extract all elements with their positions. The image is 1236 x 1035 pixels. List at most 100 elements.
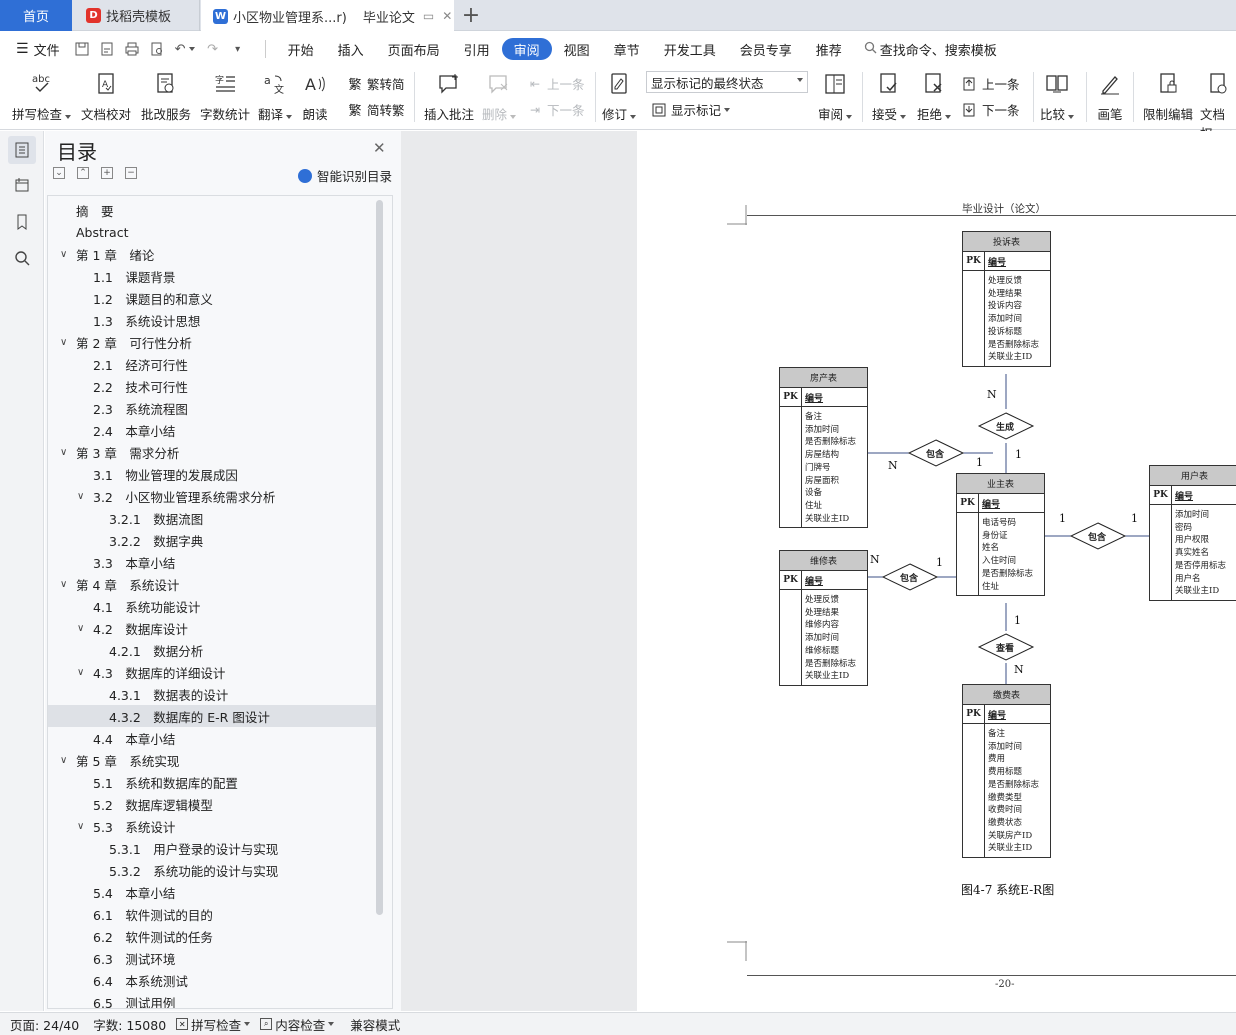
toc-item[interactable]: 4.2.1 数据分析 bbox=[48, 639, 376, 661]
chevron-down-icon[interactable]: ∨ bbox=[60, 578, 68, 590]
spell-check-button[interactable]: abc 拼写检查 bbox=[12, 70, 72, 123]
toc-item[interactable]: 2.2 技术可行性 bbox=[48, 375, 376, 397]
markup-state-select[interactable]: 显示标记的最终状态 bbox=[646, 71, 808, 93]
toc-item[interactable]: 6.1 软件测试的目的 bbox=[48, 903, 376, 925]
to-traditional-button[interactable]: 繁 繁转简 bbox=[347, 74, 404, 93]
bookmark-icon[interactable] bbox=[8, 208, 36, 236]
chevron-down-icon[interactable]: ∨ bbox=[60, 446, 68, 458]
close-icon[interactable]: ✕ bbox=[373, 139, 386, 157]
word-count-status[interactable]: 字数: 15080 bbox=[93, 1015, 166, 1034]
toc-item[interactable]: 4.3.2 数据库的 E-R 图设计 bbox=[48, 705, 376, 727]
toc-item[interactable]: 1.1 课题背景 bbox=[48, 265, 376, 287]
spell-check-status[interactable]: ✕ 拼写检查 bbox=[176, 1015, 251, 1034]
toc-item[interactable]: ∨第 3 章 需求分析 bbox=[48, 441, 376, 463]
toc-item[interactable]: 5.3.1 用户登录的设计与实现 bbox=[48, 837, 376, 859]
next-change-button[interactable]: 下一条 bbox=[962, 100, 1020, 119]
redo-icon[interactable]: ↷ bbox=[207, 41, 219, 57]
chevron-down-icon[interactable]: ∨ bbox=[60, 248, 68, 260]
toc-item[interactable]: ∨4.3 数据库的详细设计 bbox=[48, 661, 376, 683]
toc-item[interactable]: 2.1 经济可行性 bbox=[48, 353, 376, 375]
chevron-down-icon[interactable]: ∨ bbox=[77, 666, 85, 678]
prev-change-button[interactable]: 上一条 bbox=[962, 74, 1020, 93]
chevron-down-icon[interactable]: ∨ bbox=[77, 622, 85, 634]
toc-item[interactable]: 6.2 软件测试的任务 bbox=[48, 925, 376, 947]
smart-toc-button[interactable]: 智能识别目录 bbox=[298, 166, 392, 185]
tab-pin-icon[interactable]: ▭ bbox=[422, 9, 435, 23]
toc-item[interactable]: 4.4 本章小结 bbox=[48, 727, 376, 749]
accept-button[interactable]: 接受 bbox=[872, 70, 907, 123]
toc-item[interactable]: 2.4 本章小结 bbox=[48, 419, 376, 441]
toc-item[interactable]: 摘 要 bbox=[48, 199, 376, 221]
compare-button[interactable]: 比较 bbox=[1040, 70, 1075, 123]
toc-item[interactable]: 1.3 系统设计思想 bbox=[48, 309, 376, 331]
doc-proof-button[interactable]: A 文档校对 bbox=[81, 70, 131, 123]
toc-item[interactable]: 6.5 测试用例 bbox=[48, 991, 376, 1009]
export-pdf-icon[interactable] bbox=[99, 41, 115, 57]
toc-item[interactable]: ∨3.2 小区物业管理系统需求分析 bbox=[48, 485, 376, 507]
tab-home[interactable]: 首页 bbox=[0, 0, 72, 31]
menu-item[interactable]: 开发工具 bbox=[663, 43, 716, 59]
print-preview-icon[interactable] bbox=[149, 41, 165, 57]
toc-item[interactable]: 3.2.2 数据字典 bbox=[48, 529, 376, 551]
menu-item[interactable]: 章节 bbox=[613, 43, 640, 59]
content-check-status[interactable]: ⌕ 内容检查 bbox=[260, 1015, 335, 1034]
menu-item[interactable]: 插入 bbox=[337, 43, 364, 59]
toc-item[interactable]: 5.3.2 系统功能的设计与实现 bbox=[48, 859, 376, 881]
read-aloud-button[interactable]: A 朗读 bbox=[302, 70, 328, 123]
toc-item[interactable]: 4.1 系统功能设计 bbox=[48, 595, 376, 617]
pen-button[interactable]: 画笔 bbox=[1097, 70, 1123, 123]
more-quick-icon[interactable]: ▾ bbox=[235, 43, 241, 55]
toc-item[interactable]: 4.3.1 数据表的设计 bbox=[48, 683, 376, 705]
toc-item[interactable]: Abstract bbox=[48, 221, 376, 243]
save-icon[interactable] bbox=[74, 41, 90, 57]
word-count-button[interactable]: 字 字数统计 bbox=[200, 70, 250, 123]
toc-item[interactable]: 3.1 物业管理的发展成因 bbox=[48, 463, 376, 485]
correction-service-button[interactable]: 批改服务 bbox=[141, 70, 191, 123]
toc-item[interactable]: ∨第 2 章 可行性分析 bbox=[48, 331, 376, 353]
toc-item[interactable]: 5.1 系统和数据库的配置 bbox=[48, 771, 376, 793]
toc-scrollbar[interactable] bbox=[376, 200, 383, 915]
menu-item[interactable]: 页面布局 bbox=[387, 43, 440, 59]
undo-icon[interactable]: ↶ bbox=[174, 41, 196, 57]
prev-comment-button[interactable]: ⇤ 上一条 bbox=[527, 74, 585, 93]
restrict-edit-button[interactable]: 限制编辑 bbox=[1143, 70, 1193, 123]
tab-template[interactable]: D 找稻壳模板 bbox=[72, 0, 200, 31]
delete-comment-button[interactable]: 删除 bbox=[482, 70, 517, 123]
toc-item[interactable]: 6.3 测试环境 bbox=[48, 947, 376, 969]
add-heading-icon[interactable]: + bbox=[101, 167, 113, 179]
toc-item[interactable]: ∨第 4 章 系统设计 bbox=[48, 573, 376, 595]
chevron-down-icon[interactable]: ∨ bbox=[77, 820, 85, 832]
chevron-down-icon[interactable]: ∨ bbox=[60, 754, 68, 766]
print-icon[interactable] bbox=[124, 41, 140, 57]
revise-button[interactable]: 修订 bbox=[602, 70, 637, 123]
tab-close-icon[interactable]: ✕ bbox=[442, 9, 453, 23]
toc-item[interactable]: 1.2 课题目的和意义 bbox=[48, 287, 376, 309]
menu-item[interactable]: 视图 bbox=[563, 43, 590, 59]
toc-item[interactable]: ∨5.3 系统设计 bbox=[48, 815, 376, 837]
insert-comment-button[interactable]: 插入批注 bbox=[424, 70, 474, 123]
chevron-down-icon[interactable]: ∨ bbox=[77, 490, 85, 502]
remove-heading-icon[interactable]: − bbox=[125, 167, 137, 179]
to-simplified-button[interactable]: 繁 简转繁 bbox=[347, 100, 404, 119]
review-pane-button[interactable]: 审阅 bbox=[818, 70, 853, 123]
find-icon[interactable] bbox=[8, 244, 36, 272]
toc-item[interactable]: 5.4 本章小结 bbox=[48, 881, 376, 903]
file-menu[interactable]: ☰ 文件 bbox=[16, 38, 60, 60]
menu-item[interactable]: 会员专享 bbox=[739, 43, 792, 59]
menu-item[interactable]: 推荐 bbox=[815, 43, 842, 59]
show-markup-button[interactable]: 显示标记 bbox=[651, 100, 731, 119]
toc-item[interactable]: 2.3 系统流程图 bbox=[48, 397, 376, 419]
collapse-all-icon[interactable]: ⌄ bbox=[53, 167, 65, 179]
menu-item[interactable]: 审阅 bbox=[501, 38, 552, 60]
toc-item[interactable]: ∨第 1 章 绪论 bbox=[48, 243, 376, 265]
next-comment-button[interactable]: ⇥ 下一条 bbox=[527, 100, 585, 119]
toc-item[interactable]: 5.2 数据库逻辑模型 bbox=[48, 793, 376, 815]
toc-item[interactable]: ∨4.2 数据库设计 bbox=[48, 617, 376, 639]
toc-view-icon[interactable] bbox=[8, 136, 36, 164]
toc-item[interactable]: ∨第 5 章 系统实现 bbox=[48, 749, 376, 771]
toc-item[interactable]: 3.3 本章小结 bbox=[48, 551, 376, 573]
tab-document[interactable]: W 小区物业管理系...r) 毕业论文 ▭ ✕ bbox=[201, 0, 454, 32]
toc-item[interactable]: 6.4 本系统测试 bbox=[48, 969, 376, 991]
chapter-nav-icon[interactable] bbox=[8, 171, 36, 199]
